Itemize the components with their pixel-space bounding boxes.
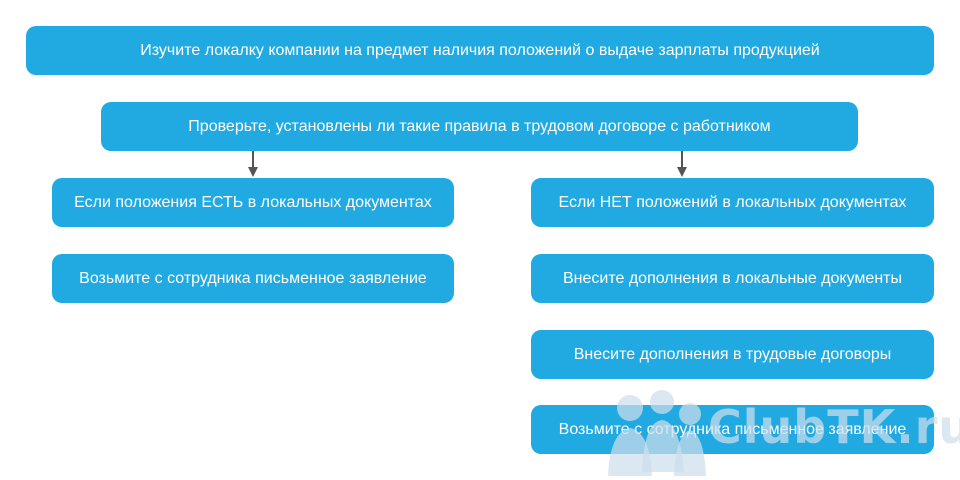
- branch-no-action-local-docs: Внесите дополнения в локальные документы: [531, 254, 934, 303]
- branch-no-action-statement-label: Возьмите с сотрудника письменное заявлен…: [558, 420, 907, 438]
- step-study-local-acts: Изучите локалку компании на предмет нали…: [26, 26, 934, 75]
- branch-no-title-label: Если НЕТ положений в локальных документа…: [558, 193, 907, 211]
- branch-no-action-local-docs-label: Внесите дополнения в локальные документы: [563, 269, 902, 287]
- branch-no-title: Если НЕТ положений в локальных документа…: [531, 178, 934, 227]
- branch-yes-title: Если положения ЕСТЬ в локальных документ…: [52, 178, 454, 227]
- branch-no-action-contracts: Внесите дополнения в трудовые договоры: [531, 330, 934, 379]
- step-check-labor-contract: Проверьте, установлены ли такие правила …: [101, 102, 858, 151]
- branch-yes-action: Возьмите с сотрудника письменное заявлен…: [52, 254, 454, 303]
- branch-yes-action-label: Возьмите с сотрудника письменное заявлен…: [79, 269, 427, 287]
- step-check-labor-contract-label: Проверьте, установлены ли такие правила …: [188, 117, 771, 135]
- branch-no-action-contracts-label: Внесите дополнения в трудовые договоры: [573, 345, 892, 363]
- branch-no-action-statement: Возьмите с сотрудника письменное заявлен…: [531, 405, 934, 454]
- branch-yes-title-label: Если положения ЕСТЬ в локальных документ…: [74, 193, 432, 211]
- step-study-local-acts-label: Изучите локалку компании на предмет нали…: [140, 41, 820, 59]
